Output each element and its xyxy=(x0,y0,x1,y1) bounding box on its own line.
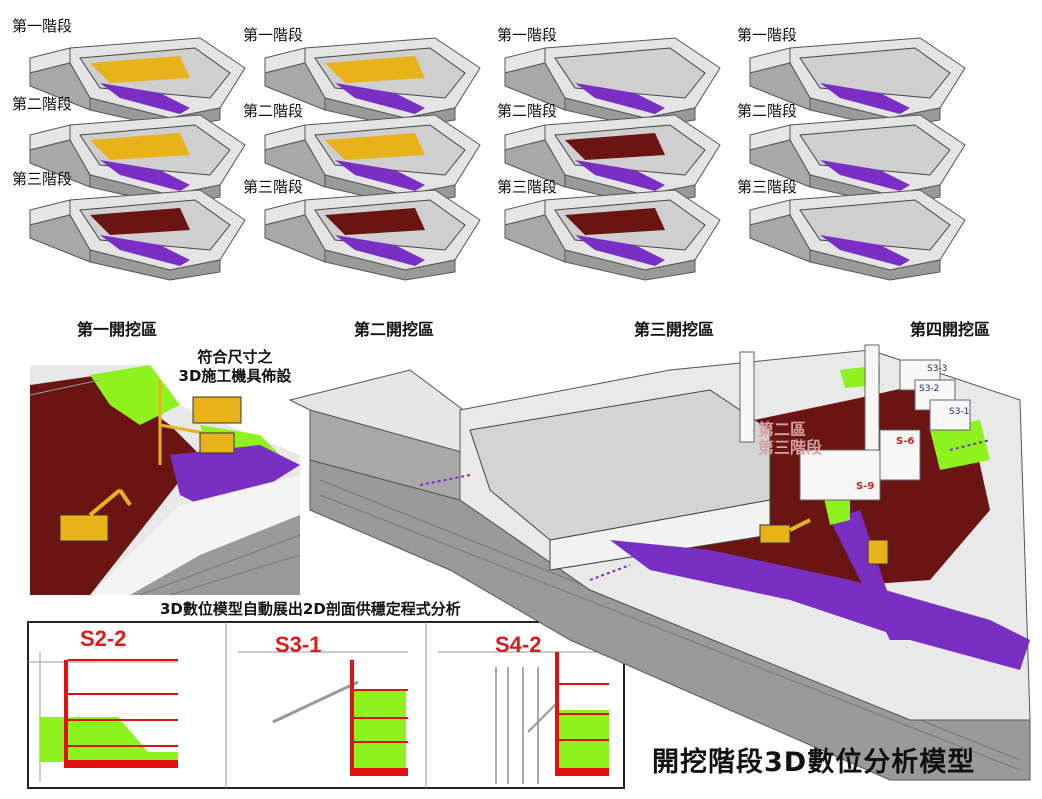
zone-label-1: 第一開挖區 xyxy=(77,320,158,339)
stage-label: 第一階段 xyxy=(737,26,798,44)
stage-thumbnail xyxy=(29,114,246,206)
zone-label-3: 第三開挖區 xyxy=(634,320,715,339)
stage-label: 第二階段 xyxy=(737,102,798,120)
main-title: 開挖階段3D數位分析模型 xyxy=(652,747,976,778)
model-zone-label: 第二區 xyxy=(758,420,807,439)
section-title-s4-2: S4-2 xyxy=(495,632,542,657)
callout-line-2: 3D施工機具佈設 xyxy=(178,367,292,385)
stage-thumbnail xyxy=(504,114,721,206)
stage-label: 第一階段 xyxy=(497,26,558,44)
model-label-s33: S3-3 xyxy=(927,364,948,374)
stage-label: 第三階段 xyxy=(243,178,304,196)
stage-thumbnail xyxy=(264,189,481,281)
section-caption: 3D數位模型自動展出2D剖面供穩定程式分析 xyxy=(160,600,461,618)
stage-label: 第一階段 xyxy=(12,17,73,35)
callout-line-1: 符合尺寸之 xyxy=(197,348,273,366)
stage-thumbnail xyxy=(749,37,966,129)
model-stage-label: 第三階段 xyxy=(758,438,823,457)
main-3d-model xyxy=(288,344,1031,781)
stage-thumbnail xyxy=(29,189,246,281)
section-title-s3-1: S3-1 xyxy=(275,632,322,657)
stage-label: 第二階段 xyxy=(12,95,73,113)
stage-thumbnail xyxy=(749,189,966,281)
stage-label: 第二階段 xyxy=(497,102,558,120)
stage-label: 第三階段 xyxy=(737,178,798,196)
stage-label: 第三階段 xyxy=(497,178,558,196)
section-s4-2 xyxy=(438,651,618,784)
equipment-callout: 符合尺寸之 3D施工機具佈設 xyxy=(160,348,310,386)
model-label-s9: S-9 xyxy=(856,481,875,492)
stage-thumbnail xyxy=(264,37,481,129)
section-title-s2-2: S2-2 xyxy=(80,626,127,651)
stage-label: 第一階段 xyxy=(243,26,304,44)
section-s2-2 xyxy=(28,652,178,782)
zone-label-4: 第四開挖區 xyxy=(910,320,991,339)
model-label-s31: S3-1 xyxy=(949,407,970,417)
equipment-detail-view xyxy=(29,365,301,596)
stage-thumbnail xyxy=(504,189,721,281)
model-label-s32: S3-2 xyxy=(919,384,940,394)
stage-label: 第三階段 xyxy=(12,170,73,188)
stage-label: 第二階段 xyxy=(243,102,304,120)
sections-panel xyxy=(27,621,625,789)
zone-label-2: 第二開挖區 xyxy=(354,320,435,339)
section-s3-1 xyxy=(238,651,408,776)
model-label-s6: S-6 xyxy=(896,436,915,447)
